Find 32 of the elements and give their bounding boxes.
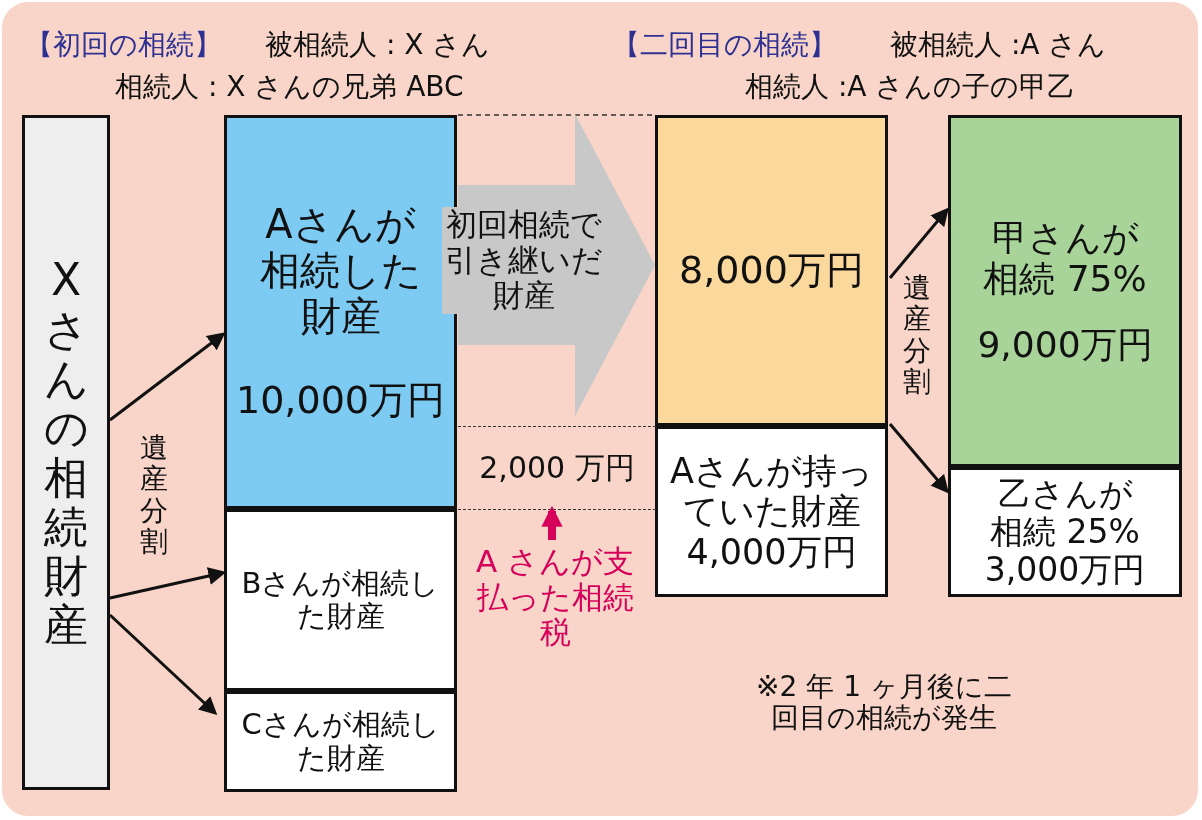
arrow (109, 567, 227, 600)
split-label: 遺産分割 (902, 272, 932, 398)
note-text: ※2 年 1 ヶ月後に二回目の相続が発生 (755, 672, 1013, 734)
block-label: 甲さんが相続 75% (982, 216, 1148, 300)
asset-block (948, 115, 1182, 467)
amount-label: 10,000万円 (235, 379, 446, 423)
asset-column: Xさんの相続財産 (22, 115, 110, 790)
heading-text: 被相続人 :A さん (890, 30, 1107, 61)
arrow (888, 207, 949, 279)
asset-block: 8,000万円 (655, 115, 888, 426)
asset-block (655, 426, 888, 597)
heading-text: 相続人 : X さんの兄弟 ABC (115, 72, 464, 103)
amount-label: 9,000万円 (976, 323, 1154, 366)
block-label: Aさんが持っていた財産 (669, 451, 874, 532)
heading-text: 相続人 :A さんの子の甲乙 (745, 72, 1076, 103)
section-heading: 【二回目の相続】 (612, 30, 837, 61)
amount-label: 3,000万円 (983, 550, 1147, 589)
block-label: 乙さんが相続 25% (989, 475, 1141, 551)
arrow (888, 423, 949, 494)
asset-block (948, 467, 1182, 597)
heading-text: 被相続人 : X さん (265, 30, 491, 61)
amount-band: 2,000 万円 (458, 426, 656, 510)
asset-block: Bさんが相続した財産 (224, 509, 457, 691)
block-label: Aさんが相続した財産 (258, 201, 423, 340)
asset-block: Cさんが相続した財産 (224, 691, 457, 792)
arrow (109, 332, 226, 422)
arrow (108, 613, 218, 716)
amount-label: 4,000万円 (685, 531, 858, 572)
split-label: 遺産分割 (139, 432, 169, 558)
block-arrow (458, 114, 655, 416)
section-heading: 【初回の相続】 (25, 30, 222, 61)
tax-label: A さんが支払った相続税 (465, 540, 645, 655)
